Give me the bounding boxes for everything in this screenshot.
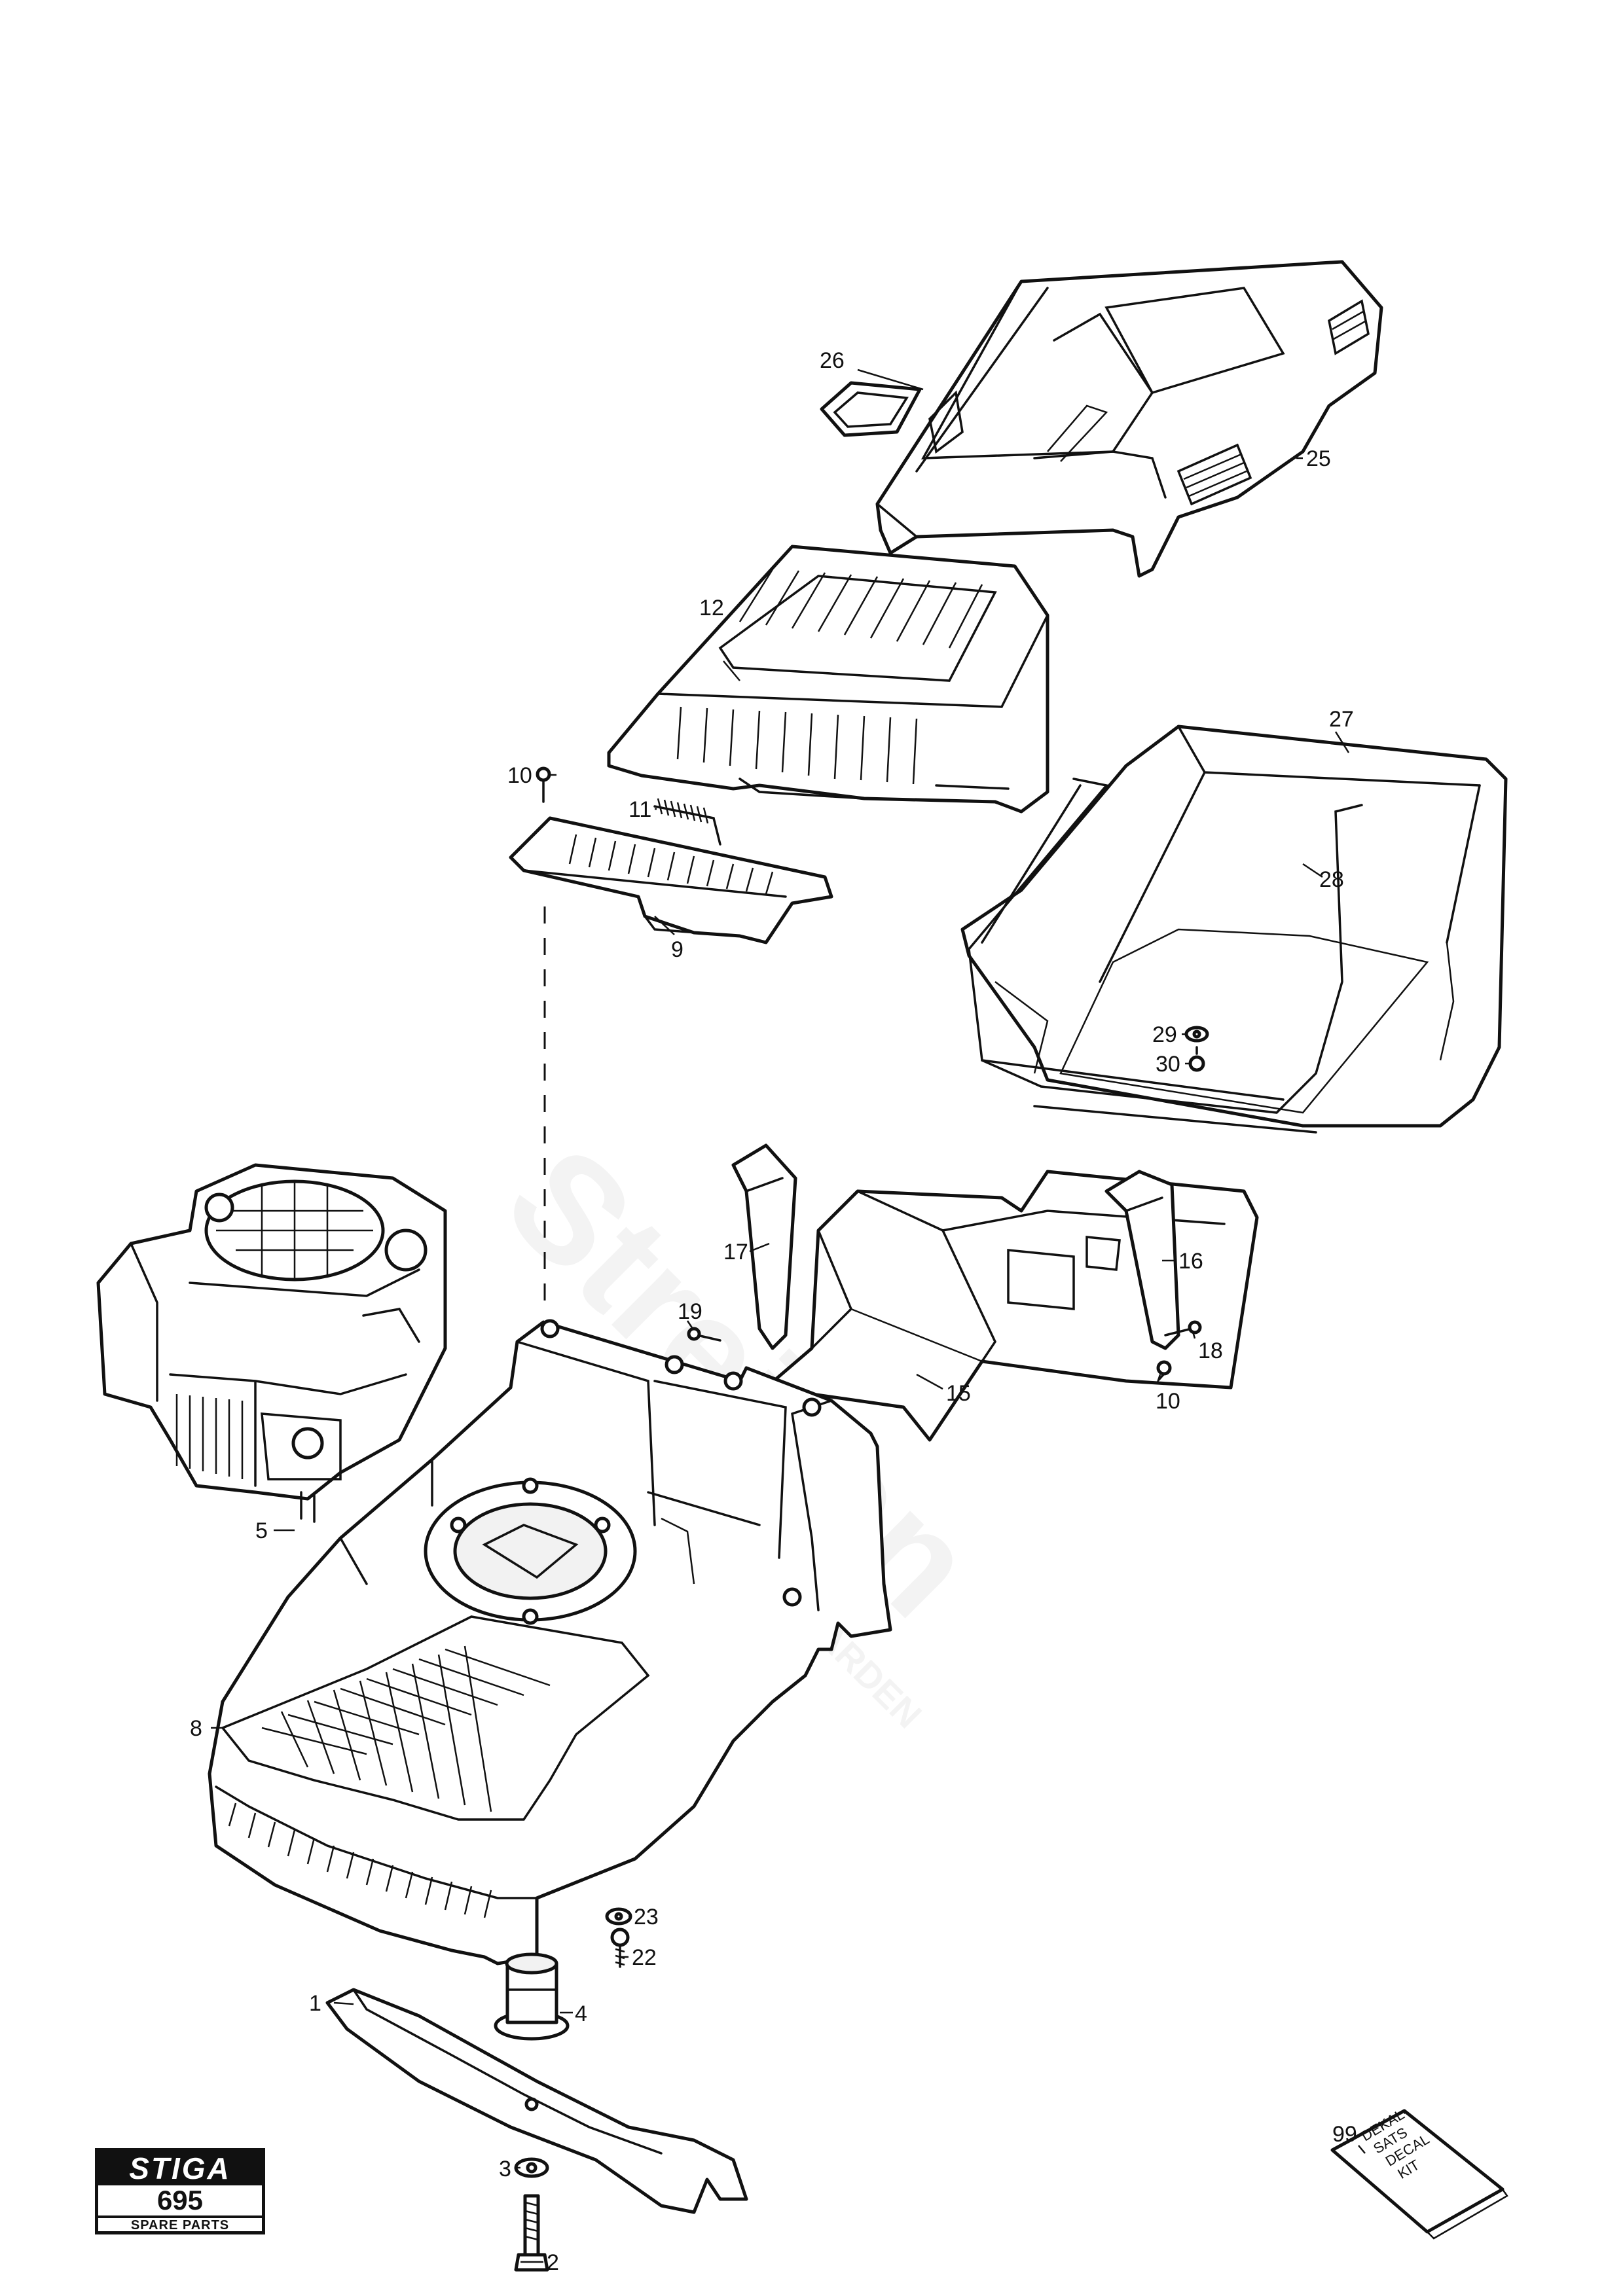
callout-99: 99 [1332, 2122, 1357, 2147]
callout-23: 23 [634, 1905, 659, 1929]
part-9-hinge-plate [509, 816, 833, 944]
callout-25: 25 [1306, 446, 1331, 471]
callout-22: 22 [632, 1945, 657, 1970]
callout-5: 5 [255, 1518, 268, 1543]
part-23-washer [605, 1907, 632, 1926]
part-18-screw [1164, 1320, 1202, 1336]
part-10-screw-left [536, 766, 551, 803]
callout-4: 4 [575, 2001, 587, 2026]
callout-18: 18 [1198, 1338, 1223, 1363]
callout-1: 1 [309, 1991, 321, 2016]
callout-17: 17 [723, 1240, 748, 1265]
callout-26: 26 [820, 348, 845, 373]
part-29-washer [1184, 1026, 1209, 1043]
brand-model-number: 695 [98, 2185, 262, 2218]
part-4-blade-hub [494, 1952, 570, 2041]
callout-16: 16 [1178, 1249, 1203, 1274]
part-27-grass-bag [960, 725, 1508, 1128]
engine [96, 1163, 447, 1523]
part-16-side-plate [1104, 1170, 1180, 1350]
brand-logo: STIGA [98, 2151, 262, 2185]
callout-28: 28 [1319, 867, 1344, 892]
part-25-top-cover [875, 260, 1383, 578]
part-1-blade [325, 1988, 748, 2214]
part-10-screw-right [1156, 1360, 1172, 1381]
part-99-decal-kit: DEKAL- SATS DECAL KIT [1330, 2104, 1508, 2240]
part-12-engine-cover [607, 545, 1049, 814]
brand-box: STIGA 695 SPARE PARTS [95, 2148, 265, 2234]
callout-27: 27 [1329, 707, 1354, 732]
callout-2: 2 [547, 2250, 559, 2275]
callout-11: 11 [629, 797, 651, 822]
part-26-frame [820, 381, 922, 437]
part-22-bolt [610, 1928, 630, 1968]
part-28-bag-frame [968, 778, 1363, 1134]
callout-30: 30 [1156, 1052, 1180, 1077]
part-3-washer [514, 2157, 549, 2178]
callout-8: 8 [190, 1716, 202, 1741]
part-19-screw [687, 1327, 721, 1342]
part-17-side-plate [731, 1143, 797, 1350]
callout-labels: 1 2 3 4 5 8 9 10 10 11 12 15 16 17 18 19… [190, 348, 1357, 2275]
callout-10-left: 10 [507, 763, 532, 788]
callout-15: 15 [946, 1381, 971, 1406]
callout-29: 29 [1152, 1022, 1177, 1047]
brand-subtitle: SPARE PARTS [130, 2218, 230, 2233]
callout-9: 9 [671, 937, 684, 962]
part-11-spring [653, 798, 721, 846]
part-8-cutter-deck [208, 1319, 892, 1965]
callout-3: 3 [499, 2157, 511, 2181]
part-2-bolt [514, 2194, 549, 2272]
callout-12: 12 [699, 596, 724, 620]
callout-leaders [211, 368, 1366, 2263]
callout-10-right: 10 [1156, 1389, 1180, 1414]
callout-19: 19 [678, 1299, 702, 1324]
part-15-chute [764, 1170, 1259, 1442]
